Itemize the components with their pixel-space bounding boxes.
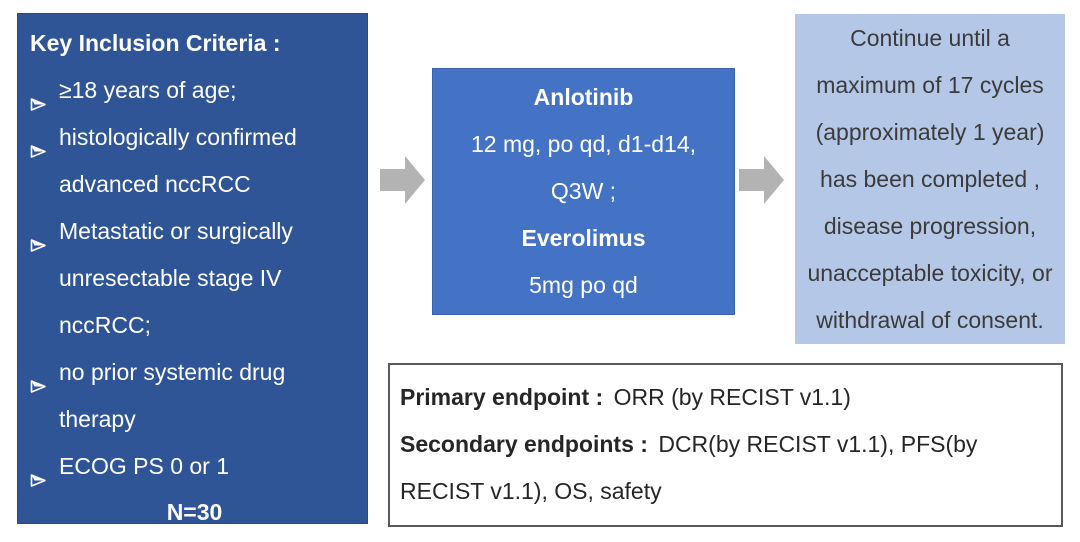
flow-arrow-icon [380, 154, 426, 206]
continuation-rule-line: has been completed , [795, 156, 1065, 203]
inclusion-criterion-text: Metastatic or surgically unresectable st… [59, 218, 293, 338]
inclusion-criteria-box: Key Inclusion Criteria : ≥18 years of ag… [17, 13, 368, 525]
continuation-rule-text: Continue until a [850, 24, 1010, 51]
drug1-dose-line2: Q3W ; [550, 178, 617, 204]
secondary-endpoints-label: Secondary endpoints : [400, 431, 655, 457]
secondary-endpoints-value: DCR(by RECIST v1.1), PFS(by RECIST v1.1)… [400, 431, 978, 504]
continuation-rule-text: withdrawal of consent. [816, 306, 1044, 333]
continuation-rule-line: unacceptable toxicity, or [795, 250, 1065, 297]
inclusion-criteria-list: ≥18 years of age; histologically confirm… [28, 67, 361, 490]
continuation-rule-text: has been completed , [820, 165, 1040, 192]
drug2-dose: 5mg po qd [529, 272, 638, 298]
inclusion-criterion-text: no prior systemic drug therapy [59, 359, 286, 432]
continuation-rule-text: maximum of 17 cycles [816, 71, 1044, 98]
treatment-regimen-box: Anlotinib 12 mg, po qd, d1-d14, Q3W ; Ev… [432, 68, 735, 315]
inclusion-criterion-text: ECOG PS 0 or 1 [59, 453, 230, 479]
continuation-rule-line: disease progression, [795, 203, 1065, 250]
inclusion-criterion-item: histologically confirmed advanced nccRCC [28, 114, 361, 208]
treatment-continuation-box: Continue until a maximum of 17 cycles (a… [795, 14, 1065, 344]
recruitment-status-label: Recruitment have begun in Jan. 2022 [28, 534, 361, 542]
continuation-rule-text: disease progression, [823, 212, 1037, 239]
arrowhead-bullet-icon [30, 129, 47, 158]
continuation-rule-line: Continue until a [795, 15, 1065, 62]
arrowhead-bullet-icon [30, 82, 47, 111]
inclusion-criteria-title: Key Inclusion Criteria : [30, 30, 281, 56]
arrowhead-bullet-icon [30, 458, 47, 487]
drug2-name: Everolimus [521, 225, 646, 251]
primary-endpoint-line: Primary endpoint : ORR (by RECIST v1.1) [400, 374, 1049, 421]
arrowhead-bullet-icon [30, 223, 47, 252]
continuation-rule-text: unacceptable toxicity, or [807, 259, 1053, 286]
secondary-endpoints-line: Secondary endpoints : DCR(by RECIST v1.1… [400, 421, 1049, 515]
inclusion-criterion-item: ECOG PS 0 or 1 [28, 443, 361, 490]
continuation-rule-text: (approximately 1 year) [815, 118, 1045, 145]
drug1-dose-line1: 12 mg, po qd, d1-d14, [470, 131, 697, 157]
sample-size-label: N=30 [166, 499, 223, 525]
inclusion-criterion-text: histologically confirmed advanced nccRCC [59, 124, 297, 197]
inclusion-criterion-item: Metastatic or surgically unresectable st… [28, 208, 361, 349]
flow-arrow-icon [739, 154, 785, 206]
continuation-rule-line: withdrawal of consent. [795, 297, 1065, 344]
primary-endpoint-label: Primary endpoint : [400, 384, 610, 410]
primary-endpoint-value: ORR (by RECIST v1.1) [613, 384, 851, 410]
arrowhead-bullet-icon [30, 364, 47, 393]
inclusion-criterion-item: no prior systemic drug therapy [28, 349, 361, 443]
drug1-name: Anlotinib [533, 84, 634, 110]
inclusion-criterion-item: ≥18 years of age; [28, 67, 361, 114]
endpoints-box: Primary endpoint : ORR (by RECIST v1.1) … [388, 363, 1063, 527]
continuation-rule-line: (approximately 1 year) [795, 109, 1065, 156]
continuation-rule-line: maximum of 17 cycles [795, 62, 1065, 109]
inclusion-criterion-text: ≥18 years of age; [59, 77, 237, 103]
